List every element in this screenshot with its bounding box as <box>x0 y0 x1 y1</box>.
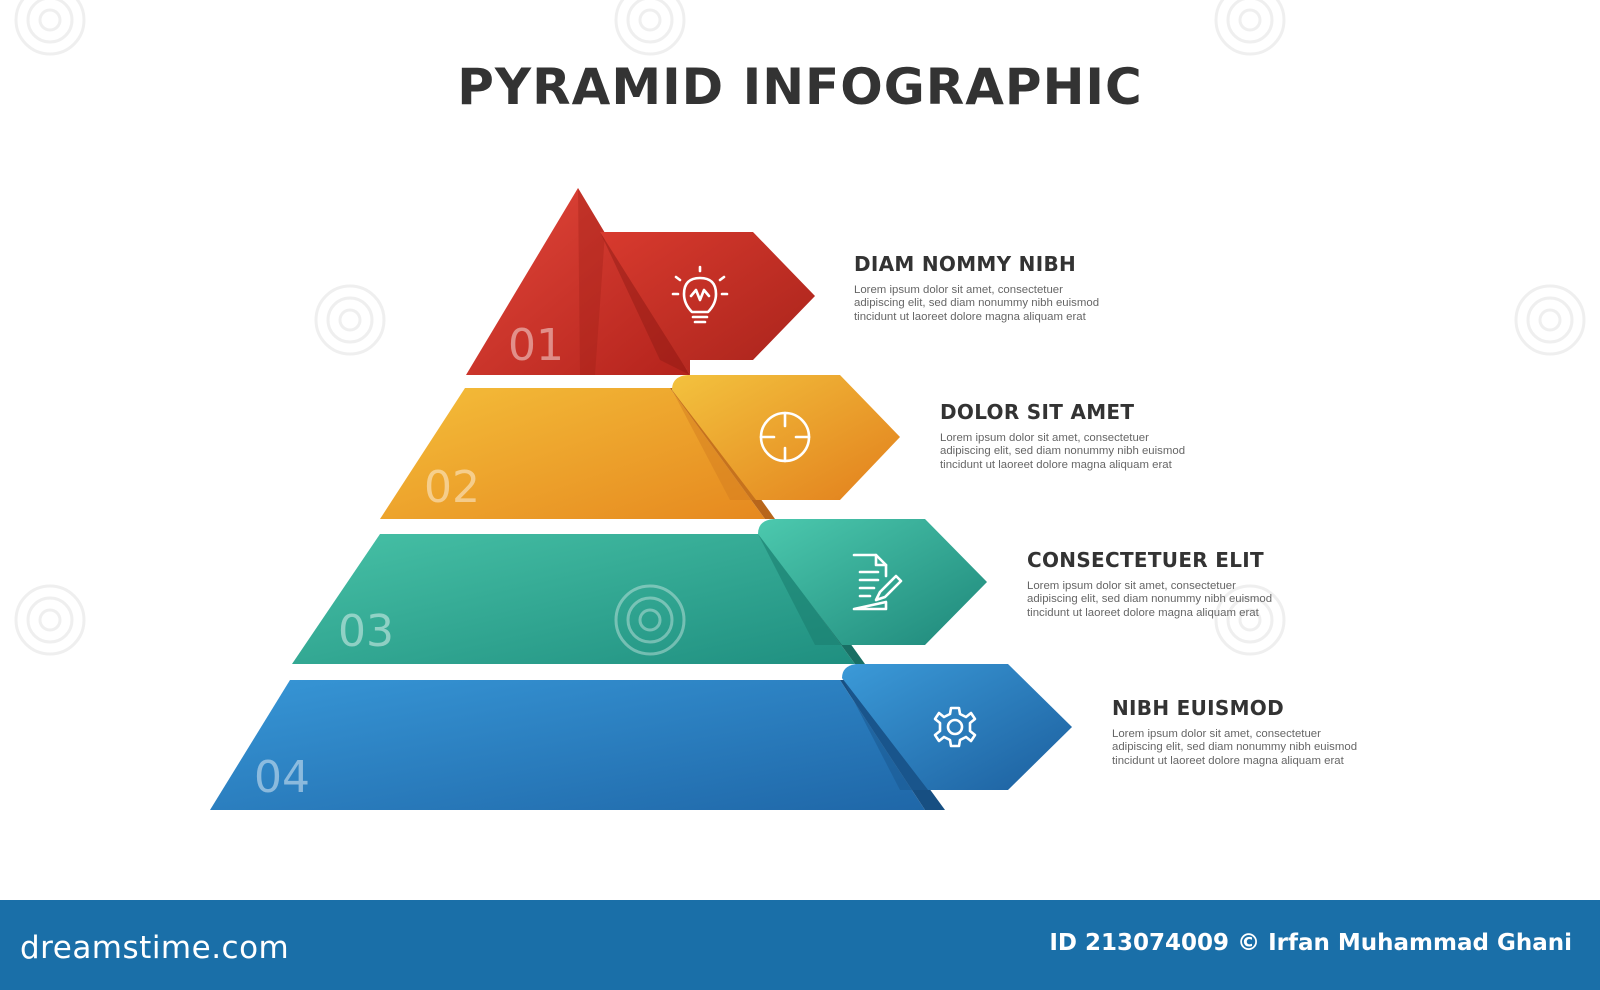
level-1-text: DIAM NOMMY NIBH Lorem ipsum dolor sit am… <box>854 252 1154 324</box>
level-number: 04 <box>254 752 310 803</box>
watermark-icon <box>314 284 386 356</box>
brand-logo[interactable]: dreamstime.com <box>20 930 290 966</box>
gear-icon <box>933 706 977 748</box>
level-description: Lorem ipsum dolor sit amet, consectetuer… <box>854 284 1100 323</box>
watermark-icon <box>1514 284 1586 356</box>
level-heading: CONSECTETUER ELIT <box>1027 548 1264 572</box>
level-number: 03 <box>338 606 394 657</box>
lightbulb-icon <box>671 265 729 324</box>
pyramid-level-1: 01 <box>466 188 815 375</box>
watermark-icon <box>614 0 686 56</box>
level-description: Lorem ipsum dolor sit amet, consectetuer… <box>1112 728 1358 767</box>
document-edit-icon <box>852 553 903 611</box>
pyramid-level-4: 04 <box>210 664 1072 810</box>
pyramid-level-3: 03 <box>292 519 987 664</box>
footer-bar: dreamstime.com ID 213074009 © Irfan Muha… <box>0 900 1600 990</box>
level-number: 02 <box>424 462 480 513</box>
watermark-icon <box>14 584 86 656</box>
level-description: Lorem ipsum dolor sit amet, consectetuer… <box>940 432 1186 471</box>
level-2-text: DOLOR SIT AMET Lorem ipsum dolor sit ame… <box>940 400 1240 472</box>
level-description: Lorem ipsum dolor sit amet, consectetuer… <box>1027 580 1273 619</box>
image-credit: ID 213074009 © Irfan Muhammad Ghani <box>1049 930 1572 956</box>
target-icon <box>759 411 811 463</box>
watermark-swirl-icon <box>614 584 686 656</box>
watermark-icon <box>1214 584 1286 656</box>
pyramid-level-2: 02 <box>380 375 900 519</box>
level-3-text: CONSECTETUER ELIT Lorem ipsum dolor sit … <box>1027 548 1327 620</box>
watermark-icon <box>1214 0 1286 56</box>
level-4-text: NIBH EUISMOD Lorem ipsum dolor sit amet,… <box>1112 696 1412 768</box>
level-heading: DOLOR SIT AMET <box>940 400 1135 424</box>
level-heading: NIBH EUISMOD <box>1112 696 1284 720</box>
page-title: PYRAMID INFOGRAPHIC <box>457 58 1143 116</box>
level-heading: DIAM NOMMY NIBH <box>854 252 1077 276</box>
pyramid-diagram: 04 03 02 <box>210 188 1072 810</box>
watermark-icon <box>14 0 86 56</box>
level-number: 01 <box>508 320 564 371</box>
